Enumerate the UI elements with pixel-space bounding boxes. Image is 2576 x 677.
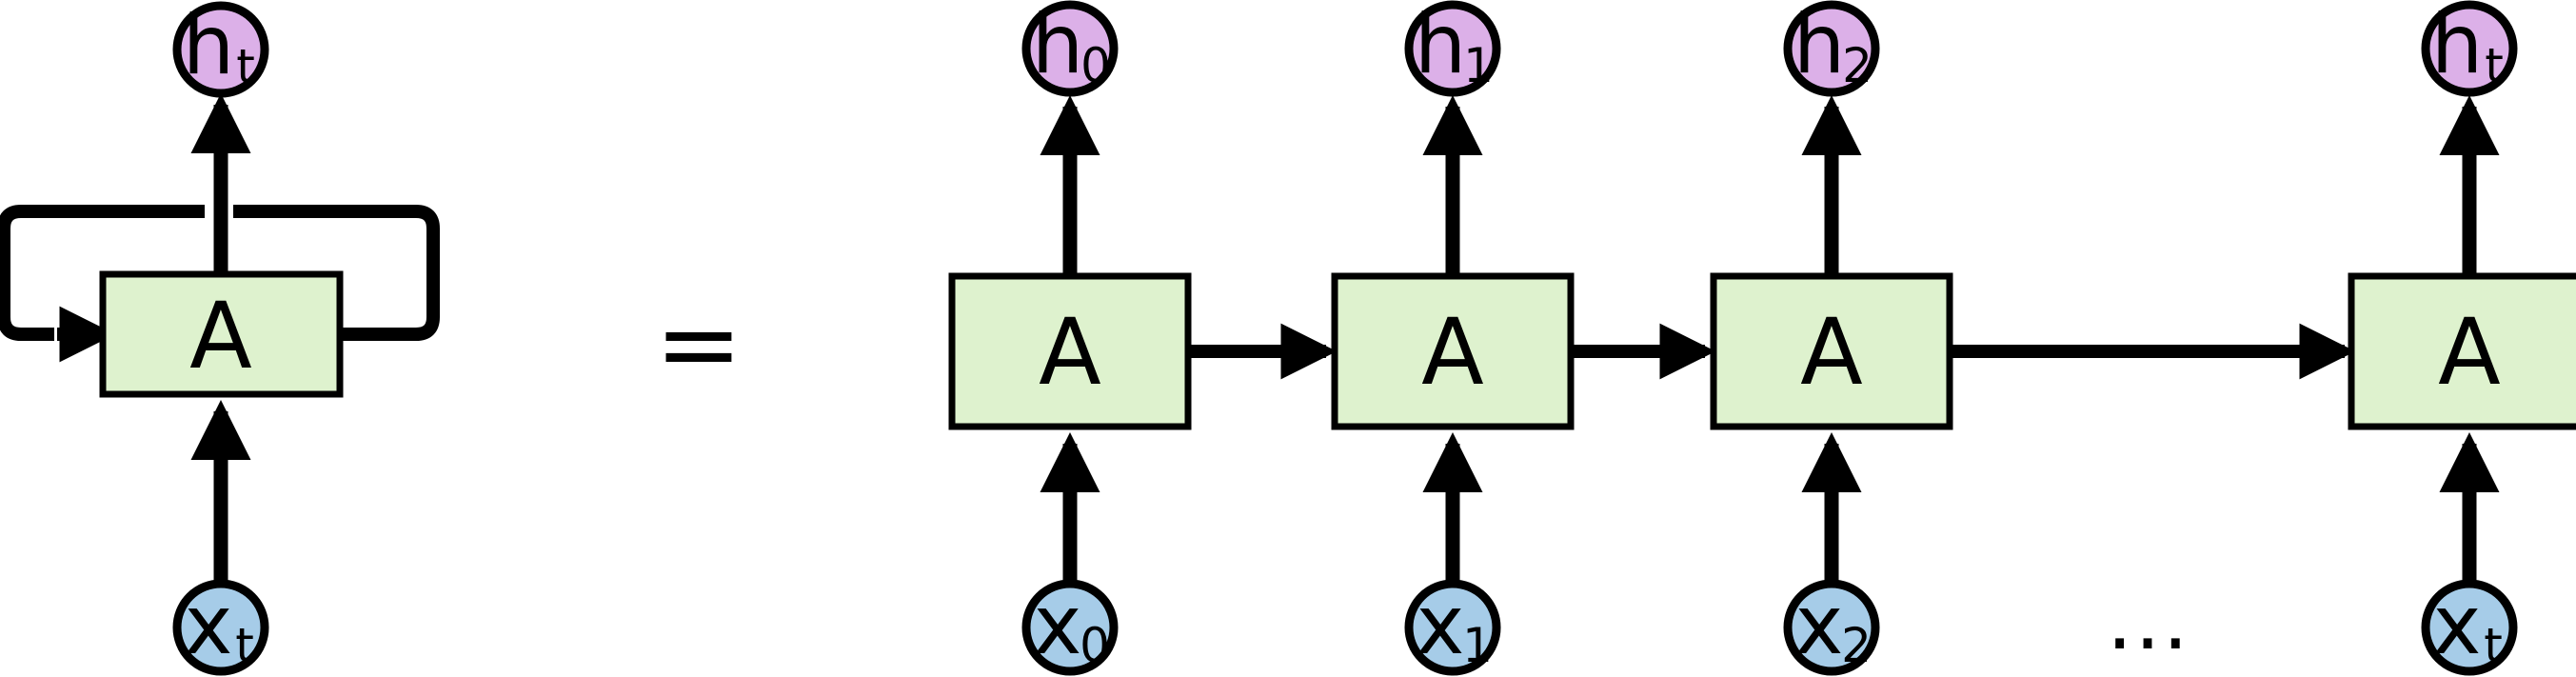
hidden-state-subscript-t: t	[2485, 38, 2504, 93]
input-subscript-0: 0	[1080, 618, 1110, 673]
hidden-state-node-0	[1021, 0, 1119, 97]
input-label-t: x	[2433, 578, 2482, 673]
hidden-state-subscript-1: 1	[1463, 38, 1494, 93]
folded-hidden-state-label: h	[183, 0, 235, 93]
cell-box-1	[1331, 272, 1575, 430]
input-subscript-2: 2	[1841, 618, 1872, 673]
input-label-0: x	[1034, 578, 1082, 673]
hidden-state-subscript-2: 2	[1842, 38, 1873, 93]
folded-input-subscript: t	[235, 618, 254, 673]
hidden-state-node-2	[1783, 0, 1880, 97]
equals-sign: =	[655, 283, 743, 405]
folded-cell-box	[99, 270, 344, 398]
equals-sign-group: =	[655, 283, 743, 405]
unrolled-step-t: A h t x t	[2348, 0, 2576, 676]
folded-input-label: x	[185, 578, 233, 673]
sequence-ellipsis: ...	[2107, 573, 2190, 668]
folded-rnn-group: A h t x t	[0, 0, 440, 676]
recurrent-loop-left-segment	[0, 205, 205, 341]
unrolled-step-2: A h 2 x 2	[1710, 0, 1953, 676]
folded-hidden-state-node	[172, 1, 269, 98]
hidden-state-label-t: h	[2431, 0, 2484, 92]
recurrent-loop-right-segment	[233, 205, 440, 341]
hidden-state-node-1	[1404, 0, 1501, 97]
folded-input-node	[172, 579, 269, 676]
unrolled-step-0: A h 0 x 0	[948, 0, 1192, 676]
input-node-2	[1783, 579, 1880, 676]
cell-label-t: A	[2438, 299, 2501, 406]
unrolled-step-1: A h 1 x 1	[1331, 0, 1575, 676]
cell-label-2: A	[1800, 299, 1863, 406]
input-node-0	[1021, 579, 1119, 676]
hidden-state-node-t	[2421, 0, 2518, 97]
cell-box-0	[948, 272, 1192, 430]
hidden-state-label-2: h	[1793, 0, 1846, 92]
unrolled-rnn-group: A h 0 x 0 A h 1	[948, 0, 2576, 676]
input-subscript-1: 1	[1462, 618, 1493, 673]
hidden-state-subscript-0: 0	[1080, 38, 1111, 93]
cell-box-t	[2348, 272, 2576, 430]
input-label-1: x	[1417, 578, 1465, 673]
input-node-t	[2421, 579, 2518, 676]
folded-cell-label: A	[189, 283, 252, 389]
cell-label-1: A	[1421, 299, 1484, 406]
folded-hidden-state-subscript: t	[236, 39, 255, 94]
hidden-state-label-0: h	[1032, 0, 1084, 92]
hidden-state-label-1: h	[1415, 0, 1467, 92]
cell-label-0: A	[1039, 299, 1101, 406]
input-node-1	[1404, 579, 1501, 676]
input-label-2: x	[1795, 578, 1844, 673]
input-subscript-t: t	[2484, 618, 2503, 673]
